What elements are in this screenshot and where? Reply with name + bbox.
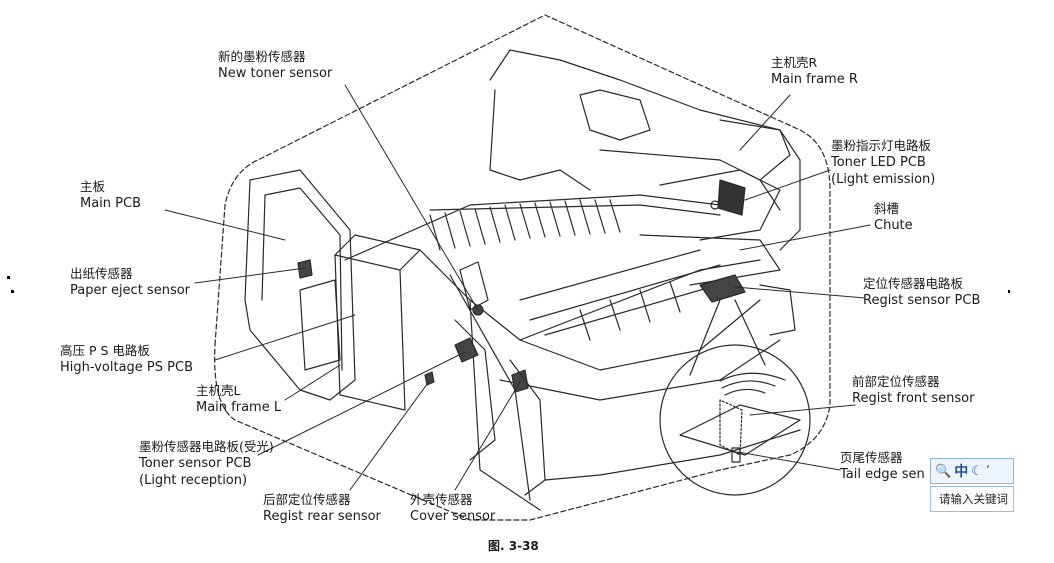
label-high-voltage-ps-pcb: 高压 P S 电路板 High-voltage PS PCB xyxy=(60,342,193,376)
main-frame-l-part xyxy=(244,169,356,401)
label-zh: 前部定位传感器 xyxy=(852,374,940,389)
ime-search-input[interactable]: 请输入关键词 xyxy=(930,486,1014,512)
paper-eject-sensor-part xyxy=(297,259,313,279)
label-toner-sensor-pcb: 墨粉传感器电路板(受光) Toner sensor PCB (Light rec… xyxy=(139,438,274,489)
label-zh: 页尾传感器 xyxy=(840,450,903,465)
label-zh: 主机壳L xyxy=(196,383,241,398)
leader-toner-led xyxy=(744,169,831,201)
label-zh: 外壳传感器 xyxy=(410,492,473,507)
label-en: Regist sensor PCB xyxy=(863,293,981,308)
hv-pcb-part xyxy=(334,254,406,411)
leader-chute xyxy=(739,224,871,251)
label-regist-front-sensor: 前部定位传感器 Regist front sensor xyxy=(852,373,974,407)
label-chute: 斜槽 Chute xyxy=(874,200,913,234)
label-en: Main PCB xyxy=(80,196,142,211)
label-en: Main frame L xyxy=(196,400,282,415)
toner-led-pcb-part xyxy=(717,179,746,216)
label-en: Regist rear sensor xyxy=(263,509,381,524)
label-en: New toner sensor xyxy=(218,66,333,81)
label-en: Paper eject sensor xyxy=(70,283,191,298)
label-zh: 高压 P S 电路板 xyxy=(60,343,150,358)
label-en: Toner sensor PCB xyxy=(139,456,252,471)
label-en: Toner LED PCB xyxy=(831,155,926,170)
label-zh: 墨粉指示灯电路板 xyxy=(831,138,932,153)
label-en2: (Light emission) xyxy=(831,172,936,187)
label-en: Chute xyxy=(874,218,913,233)
leader-regist-rear xyxy=(349,379,431,491)
new-toner-sensor-part xyxy=(459,261,489,311)
label-paper-eject-sensor: 出纸传感器 Paper eject sensor xyxy=(70,265,190,299)
label-toner-led-pcb: 墨粉指示灯电路板 Toner LED PCB (Light emission) xyxy=(831,137,935,188)
cover-sensor-part xyxy=(511,369,529,393)
label-zh: 墨粉传感器电路板(受光) xyxy=(139,439,274,454)
label-zh: 斜槽 xyxy=(874,201,900,216)
figure-caption: 图. 3-38 xyxy=(488,539,539,553)
toner-sensor-pcb-part xyxy=(454,337,479,363)
housing-outline xyxy=(214,14,831,521)
label-main-pcb: 主板 Main PCB xyxy=(80,178,141,212)
regist-sensor-pcb-part xyxy=(699,274,746,303)
label-zh: 主机壳R xyxy=(771,55,818,70)
edge-mark-left-2 xyxy=(11,290,14,293)
search-icon[interactable]: 🔍 xyxy=(935,463,952,479)
leader-main-frame-l xyxy=(284,364,341,401)
label-main-frame-r: 主机壳R Main frame R xyxy=(771,54,858,88)
label-en: Tail edge sen xyxy=(840,467,925,482)
label-tail-edge-sensor: 页尾传感器 Tail edge sen xyxy=(840,449,925,483)
edge-mark-left xyxy=(7,276,10,279)
leader-tail-edge xyxy=(737,451,841,471)
label-new-toner-sensor: 新的墨粉传感器 New toner sensor xyxy=(218,48,332,82)
frame-center xyxy=(344,194,721,261)
label-zh: 主板 xyxy=(80,179,106,194)
leader-regist-pcb xyxy=(734,286,866,299)
label-en: Cover sensor xyxy=(410,509,496,524)
label-en2: (Light reception) xyxy=(139,473,248,488)
label-cover-sensor: 外壳传感器 Cover sensor xyxy=(410,491,495,525)
main-frame-r-part xyxy=(489,49,801,251)
leader-hv-pcb xyxy=(214,314,356,361)
punctuation-icon[interactable]: ’ xyxy=(985,463,990,479)
label-zh: 出纸传感器 xyxy=(70,266,133,281)
leader-paper-eject xyxy=(194,267,306,284)
label-zh: 定位传感器电路板 xyxy=(863,276,964,291)
ime-toolbar[interactable]: 🔍 中 ☾ ’ xyxy=(930,458,1014,484)
edge-mark-right xyxy=(1008,290,1010,293)
leader-new-toner xyxy=(344,84,479,311)
label-regist-sensor-pcb: 定位传感器电路板 Regist sensor PCB xyxy=(863,275,980,309)
zoom-callout xyxy=(659,344,811,496)
label-zh: 后部定位传感器 xyxy=(263,492,351,507)
regist-rear-sensor-part xyxy=(424,371,435,386)
ime-mode-toggle[interactable]: 中 xyxy=(954,464,969,480)
label-regist-rear-sensor: 后部定位传感器 Regist rear sensor xyxy=(263,491,381,525)
leader-main-frame-r xyxy=(739,94,791,151)
label-en: Regist front sensor xyxy=(852,391,975,406)
leader-regist-front xyxy=(749,404,856,416)
leader-main-pcb xyxy=(164,209,286,241)
label-zh: 新的墨粉传感器 xyxy=(218,49,306,64)
label-main-frame-l: 主机壳L Main frame L xyxy=(196,382,281,416)
leader-toner-sensor xyxy=(257,351,466,456)
label-en: High-voltage PS PCB xyxy=(60,360,193,375)
moon-icon[interactable]: ☾ xyxy=(971,463,983,479)
leader-cover xyxy=(454,381,521,491)
label-en: Main frame R xyxy=(771,72,858,87)
